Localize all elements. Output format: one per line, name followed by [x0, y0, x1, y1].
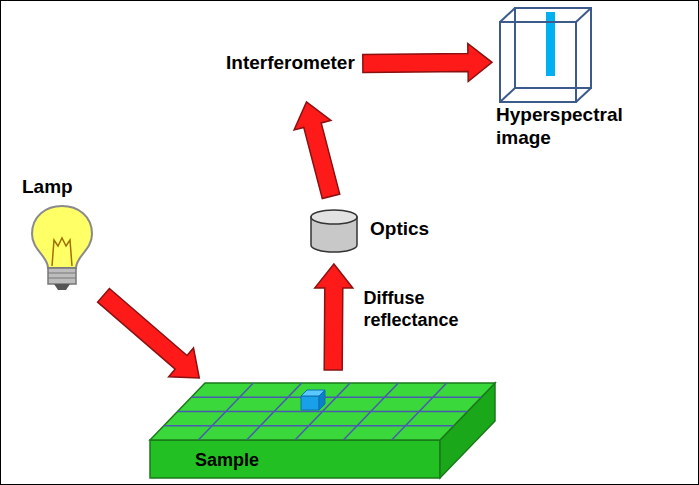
node-label: Hyperspectral image: [496, 104, 656, 150]
interferometer-box: Interferometer: [222, 50, 359, 77]
block-arrow: [363, 44, 492, 82]
optics-cylinder: Optics: [308, 208, 360, 254]
block-arrow: [98, 289, 200, 379]
edge-label: Diffuse reflectance: [362, 287, 491, 332]
node-label: Sample: [195, 450, 500, 472]
block-arrow: [294, 102, 340, 199]
hyperspectral-cube: Hyperspectral image: [496, 4, 656, 150]
lamp-bulb: Lamp: [18, 176, 102, 294]
node-label: Lamp: [22, 176, 102, 199]
node-label: Optics: [370, 218, 422, 241]
cyl-shape: [308, 208, 360, 254]
cube-shape: [496, 4, 596, 104]
node-label: Interferometer: [226, 52, 355, 75]
block-arrow: [315, 264, 353, 370]
sample-slab: Sample: [145, 378, 500, 482]
